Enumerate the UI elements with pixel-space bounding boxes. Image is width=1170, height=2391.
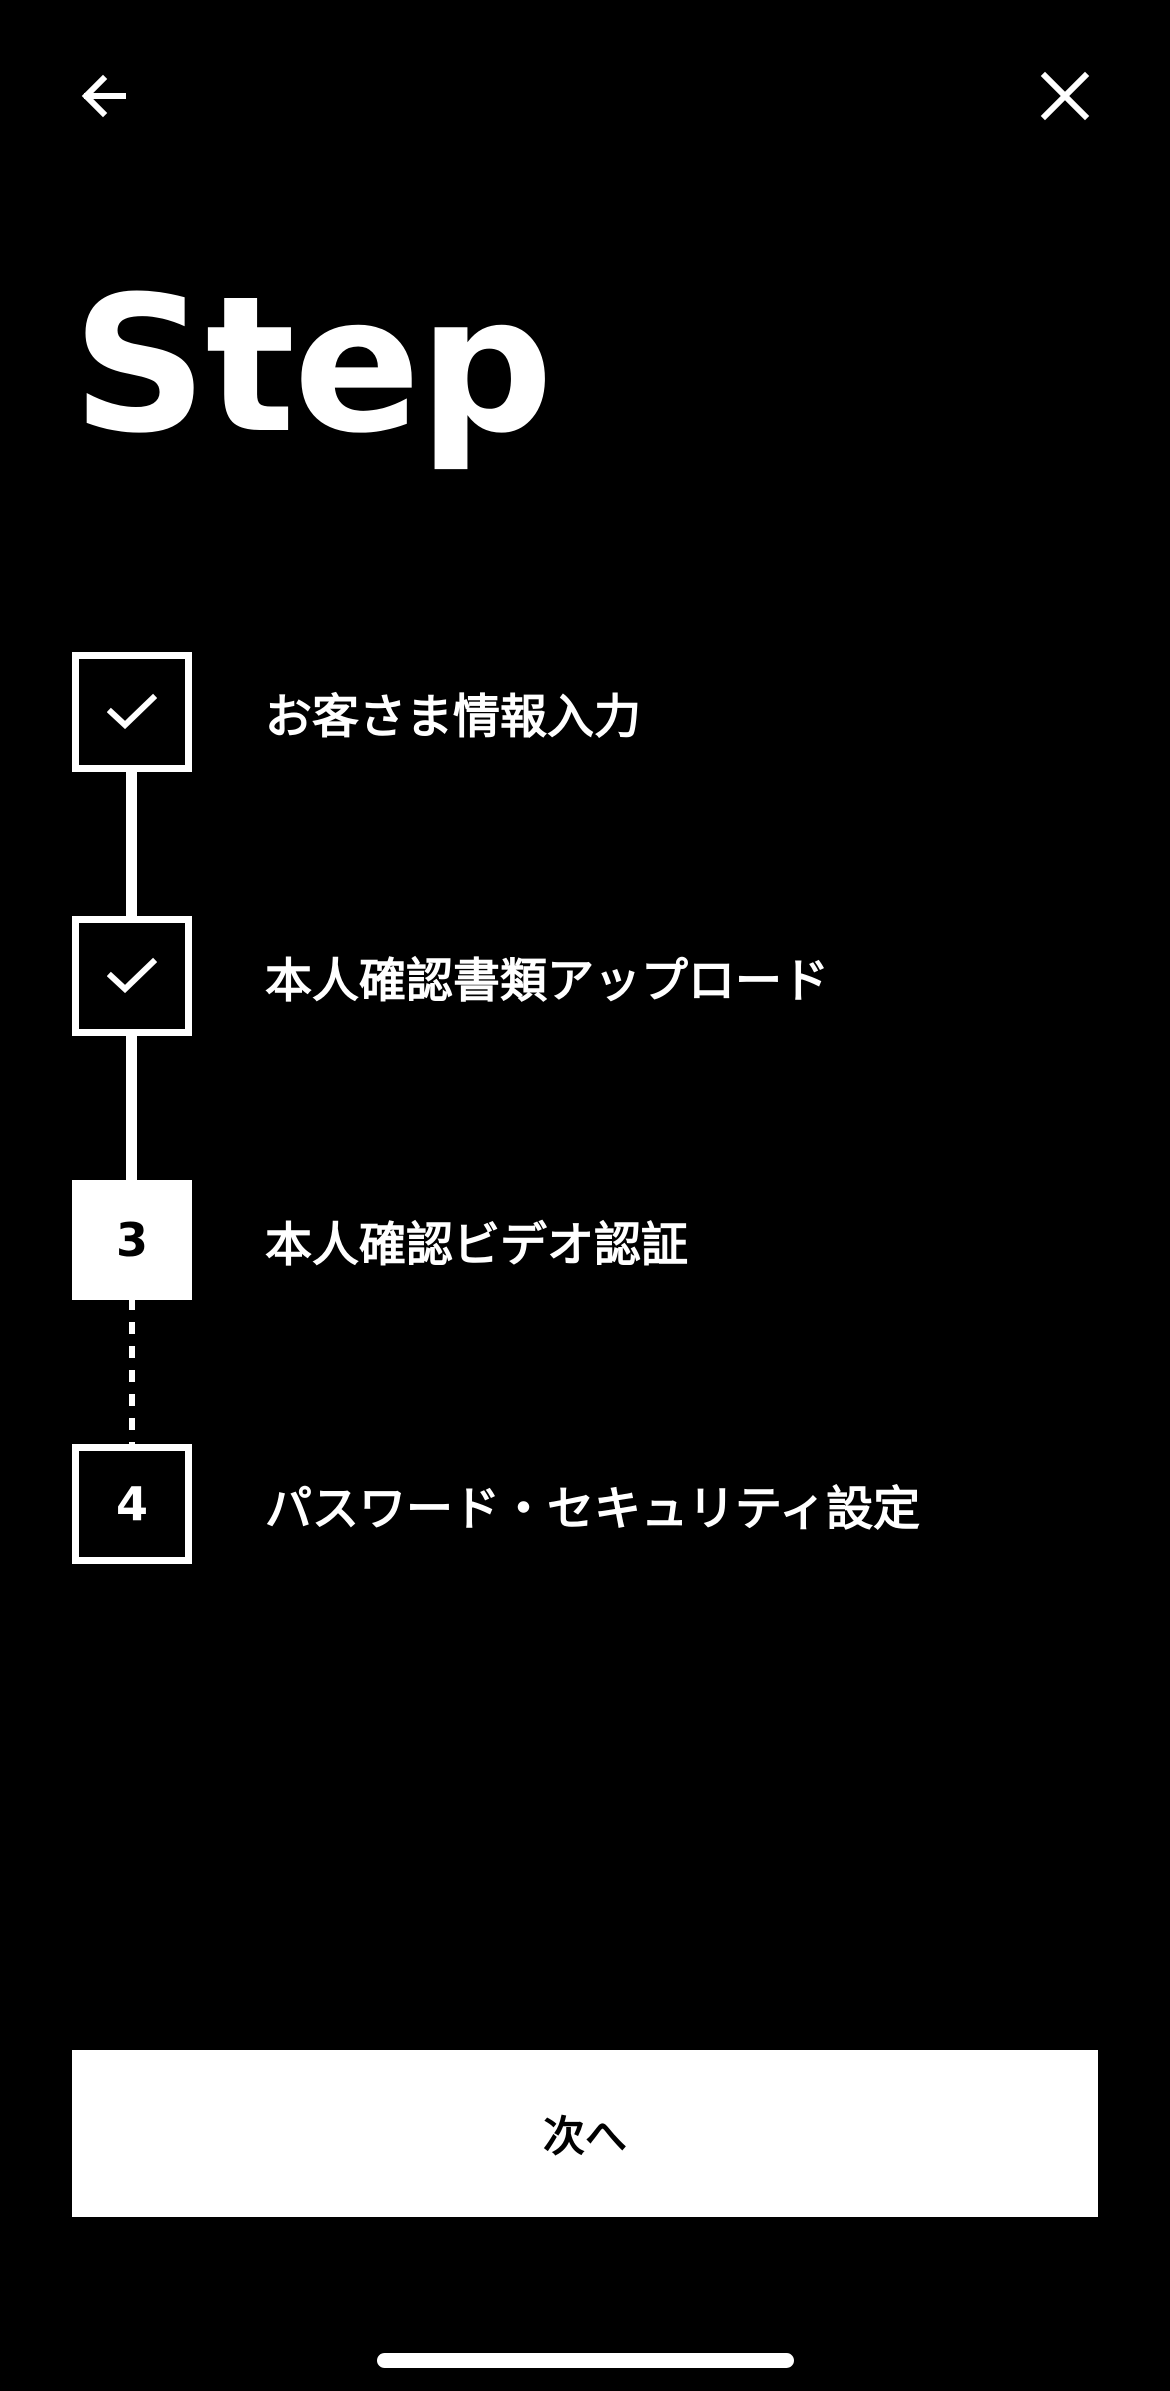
step-progress: お客さま情報入力 本人確認書類アップロード 3 本人確認ビデオ認証 4 パスワー… (72, 652, 921, 1564)
step-4-label: パスワード・セキュリティ設定 (265, 1481, 921, 1537)
close-button[interactable] (1015, 46, 1115, 146)
step-1-indicator (72, 652, 192, 772)
arrow-left-icon (81, 74, 126, 118)
step-3-label: 本人確認ビデオ認証 (265, 1217, 688, 1273)
step-2-indicator (72, 916, 192, 1036)
step-connector (126, 770, 137, 916)
home-indicator (377, 2353, 794, 2368)
step-2-label: 本人確認書類アップロード (265, 953, 829, 1009)
check-icon (107, 693, 157, 730)
back-button[interactable] (55, 46, 155, 146)
step-1-label: お客さま情報入力 (265, 689, 641, 745)
close-icon (1040, 71, 1090, 121)
step-connector-dashed (129, 1298, 135, 1444)
step-3-indicator: 3 (72, 1180, 192, 1300)
step-connector (126, 1034, 137, 1180)
page-title: Step (72, 256, 553, 475)
step-4-indicator: 4 (72, 1444, 192, 1564)
check-icon (107, 957, 157, 994)
next-button[interactable]: 次へ (72, 2050, 1098, 2217)
